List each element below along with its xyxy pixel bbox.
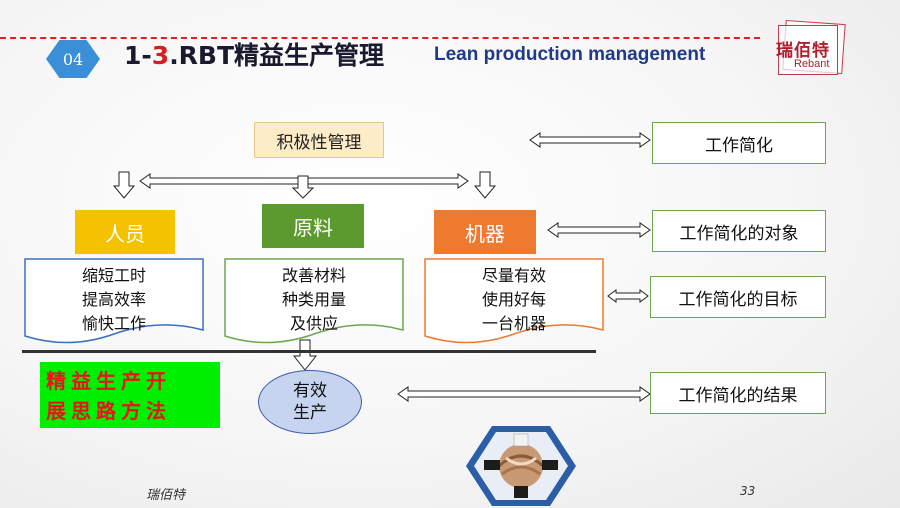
double-arrow-4 — [397, 386, 651, 402]
logo-text-en: Rebant — [794, 58, 830, 70]
machine-item: 使用好每 — [481, 290, 546, 309]
machine-items-box: 尽量有效 使用好每 一台机器 — [424, 258, 604, 346]
down-arrow-people — [112, 171, 136, 199]
slide-title: 1-3.RBT精益生产管理 — [124, 36, 384, 72]
title-number: 3 — [151, 41, 170, 70]
title-prefix: 1- — [124, 41, 152, 70]
material-item: 及供应 — [289, 314, 338, 333]
double-arrow-1 — [529, 132, 651, 148]
teamwork-hands-image — [466, 426, 576, 506]
material-box: 原料 — [262, 204, 364, 248]
material-item: 改善材料 — [281, 266, 346, 285]
result-line: 生产 — [293, 403, 327, 423]
people-doc-shape — [24, 258, 204, 344]
logo-text-cn: 瑞佰特 — [776, 41, 830, 61]
people-box: 人员 — [75, 210, 175, 254]
page-number: 33 — [740, 484, 756, 498]
material-item: 种类用量 — [281, 290, 346, 309]
machine-item: 尽量有效 — [481, 266, 546, 285]
right-label-work-simplification: 工作简化 — [652, 122, 826, 164]
material-items-box: 改善材料 种类用量 及供应 — [224, 258, 404, 346]
people-items-box: 缩短工时 提高效率 愉快工作 — [24, 258, 204, 346]
idea-line: 精益生产开 — [46, 369, 171, 393]
brand-logo: 瑞佰特 Rebant — [770, 19, 848, 76]
double-arrow-2 — [547, 222, 651, 238]
divider-line — [22, 350, 596, 353]
motivation-box: 积极性管理 — [254, 122, 384, 158]
right-label-goal: 工作简化的目标 — [650, 276, 826, 318]
slide-title-english: Lean production management — [434, 44, 706, 65]
double-arrow-3 — [607, 289, 649, 303]
people-item: 缩短工时 — [81, 266, 146, 285]
down-arrow-machine — [473, 171, 497, 199]
people-item: 提高效率 — [81, 290, 146, 309]
result-line: 有效 — [293, 381, 327, 401]
machine-item: 一台机器 — [481, 314, 546, 333]
material-doc-shape — [224, 258, 404, 344]
machine-box: 机器 — [434, 210, 536, 254]
result-ellipse: 有效 生产 — [258, 370, 362, 434]
footer-brand: 瑞佰特 — [146, 488, 186, 503]
header-dashed-line — [0, 37, 760, 39]
idea-line: 展思路方法 — [46, 399, 171, 423]
people-item: 愉快工作 — [81, 314, 146, 333]
right-label-result: 工作简化的结果 — [650, 372, 826, 414]
idea-box: 精益生产开 展思路方法 — [40, 362, 220, 428]
logo-sheet-front — [778, 25, 838, 75]
machine-doc-shape — [424, 258, 604, 344]
down-arrow-result — [292, 339, 318, 371]
title-text: .RBT精益生产管理 — [169, 41, 385, 70]
right-label-object: 工作简化的对象 — [652, 210, 826, 252]
down-arrow-material — [291, 175, 315, 199]
